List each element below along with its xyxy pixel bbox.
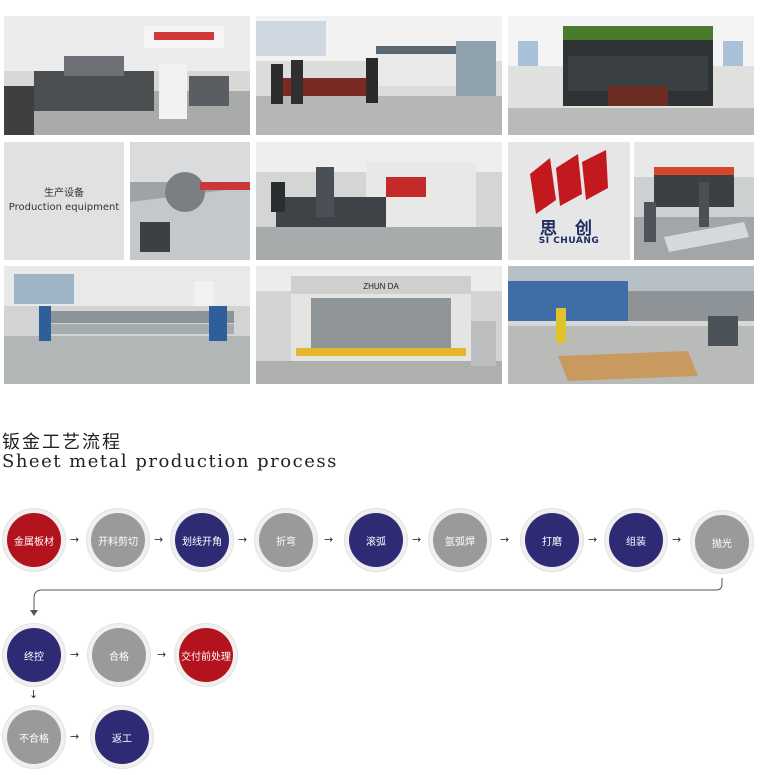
step-marking: 划线开角 bbox=[171, 509, 233, 571]
arrow-right-icon: → bbox=[324, 533, 334, 546]
step-label: 交付前处理 bbox=[179, 628, 233, 682]
production-equipment-label-cn: 生产设备 bbox=[44, 188, 84, 199]
step-cutting: 开料剪切 bbox=[87, 509, 149, 571]
photo-rolling-machine bbox=[4, 266, 250, 384]
photo-hydraulic-press: ZHUN DA bbox=[256, 266, 502, 384]
step-metal-sheet: 金属板材 bbox=[3, 509, 65, 571]
step-qualified: 合格 bbox=[88, 624, 150, 686]
step-pre-delivery: 交付前处理 bbox=[175, 624, 237, 686]
arrow-right-icon: → bbox=[154, 533, 164, 546]
step-label: 不合格 bbox=[7, 710, 61, 764]
production-equipment-label-en: Production equipment bbox=[8, 202, 120, 213]
step-final-inspection: 终控 bbox=[3, 624, 65, 686]
arrow-right-icon: → bbox=[70, 533, 80, 546]
step-label: 返工 bbox=[95, 710, 149, 764]
arrow-right-icon: → bbox=[70, 730, 80, 743]
step-label: 打磨 bbox=[525, 513, 579, 567]
step-argon-welding: 氩弧焊 bbox=[429, 509, 491, 571]
production-equipment-label: 生产设备 Production equipment bbox=[4, 142, 124, 260]
step-grinding: 打磨 bbox=[521, 509, 583, 571]
arrow-down-icon: ↓ bbox=[29, 688, 39, 701]
photo-turret-punch-closeup bbox=[130, 142, 250, 260]
photo-workshop-floor bbox=[508, 266, 754, 384]
step-label: 氩弧焊 bbox=[433, 513, 487, 567]
step-label: 抛光 bbox=[695, 515, 749, 569]
flow-return-connector bbox=[30, 578, 723, 616]
step-label: 组装 bbox=[609, 513, 663, 567]
arrow-right-icon: → bbox=[238, 533, 248, 546]
step-unqualified: 不合格 bbox=[3, 706, 65, 768]
step-rolling: 滚弧 bbox=[345, 509, 407, 571]
step-label: 终控 bbox=[7, 628, 61, 682]
step-label: 划线开角 bbox=[175, 513, 229, 567]
step-label: 金属板材 bbox=[7, 513, 61, 567]
step-polishing: 抛光 bbox=[691, 511, 753, 573]
arrow-right-icon: → bbox=[672, 533, 682, 546]
sichuang-logo-tile: 思 创 SI CHUANG bbox=[508, 142, 630, 260]
photo-cnc-turret-punch bbox=[256, 142, 502, 260]
sichuang-logo-mark bbox=[530, 150, 608, 214]
photo-shearing-machine bbox=[256, 16, 502, 135]
arrow-right-icon: → bbox=[157, 648, 167, 661]
step-rework: 返工 bbox=[91, 706, 153, 768]
photo-engraving-machines bbox=[4, 16, 250, 135]
process-title-cn: 钣金工艺流程 bbox=[2, 432, 122, 453]
arrow-right-icon: → bbox=[588, 533, 598, 546]
step-label: 开料剪切 bbox=[91, 513, 145, 567]
photo-press-brake bbox=[508, 16, 754, 135]
step-assembly: 组装 bbox=[605, 509, 667, 571]
process-flow: 金属板材 → 开料剪切 → 划线开角 → 折弯 → 滚弧 → 氩弧焊 → 打磨 … bbox=[0, 500, 760, 775]
step-label: 合格 bbox=[92, 628, 146, 682]
arrow-right-icon: → bbox=[412, 533, 422, 546]
step-bending: 折弯 bbox=[255, 509, 317, 571]
step-label: 折弯 bbox=[259, 513, 313, 567]
sichuang-logo-en: SI CHUANG bbox=[538, 236, 600, 246]
arrow-right-icon: → bbox=[500, 533, 510, 546]
sichuang-logo-cn: 思 创 bbox=[540, 219, 598, 239]
arrow-right-icon: → bbox=[70, 648, 80, 661]
photo-workers-bending bbox=[634, 142, 754, 260]
press-name: ZHUN DA bbox=[363, 282, 399, 291]
process-title-en: Sheet metal production process bbox=[2, 451, 338, 472]
step-label: 滚弧 bbox=[349, 513, 403, 567]
